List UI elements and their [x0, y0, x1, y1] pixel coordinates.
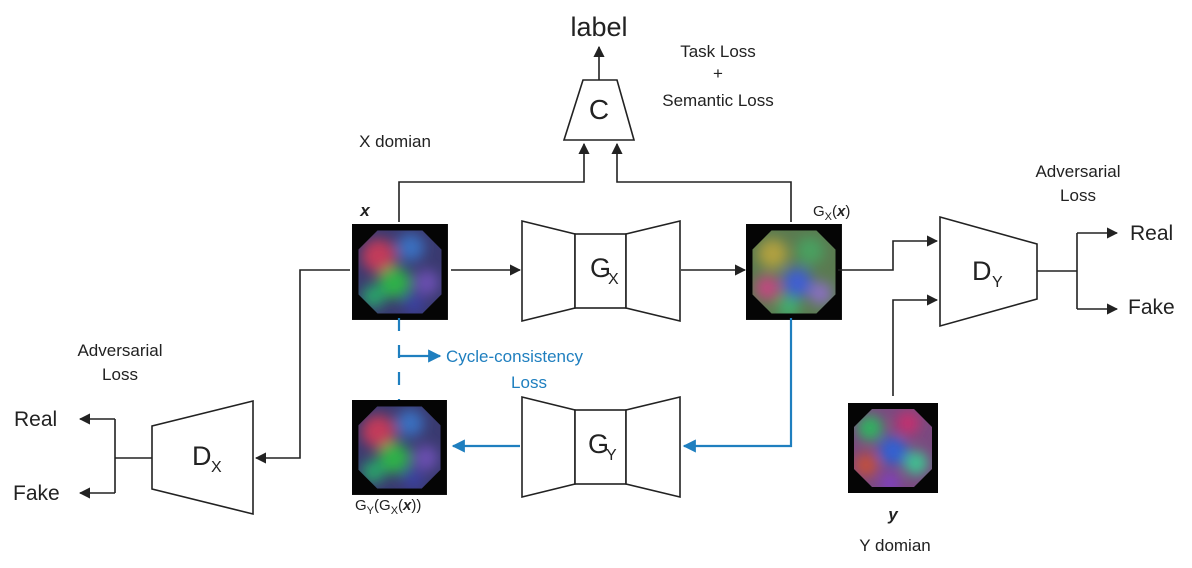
gx-main: G: [590, 253, 611, 283]
right-fake-label: Fake: [1128, 296, 1175, 319]
gx-image-label-prefix: G: [813, 203, 825, 220]
gygx-s1: Y: [367, 505, 375, 517]
task-loss-line2: +: [713, 64, 723, 83]
wire-gximage-to-gy: [682, 318, 793, 453]
gy-main: G: [588, 429, 609, 459]
x-image: [352, 224, 448, 320]
dy-output-wires: [1037, 227, 1119, 315]
gx-image-label-var: x: [836, 203, 846, 220]
gy-sub: Y: [606, 447, 617, 464]
generator-gx: [521, 219, 681, 323]
task-loss-line3: Semantic Loss: [662, 91, 774, 110]
dx-main: D: [192, 441, 212, 471]
task-loss-line1: Task Loss: [680, 42, 756, 61]
right-real-label: Real: [1130, 222, 1173, 245]
adv-loss-right-line1: Adversarial: [1035, 162, 1120, 181]
gygx-p3: (: [398, 497, 403, 514]
wire-gximage-to-dy: [838, 235, 939, 271]
dy-main: D: [972, 256, 992, 286]
reconstructed-image: [352, 400, 447, 495]
dx-sub: X: [211, 459, 222, 476]
y-image-label: y: [887, 505, 899, 524]
y-domain-label: Y domian: [859, 536, 931, 555]
cycle-loss-line1: Cycle-consistency: [446, 347, 583, 366]
discriminator-dx: [151, 399, 254, 516]
generator-gy: [521, 395, 681, 499]
gx-image: [746, 224, 842, 320]
wire-gx-to-classifier: [611, 142, 792, 222]
x-image-label: x: [359, 201, 371, 220]
gygx-var: x: [402, 497, 412, 514]
x-domain-label: X domian: [359, 132, 431, 151]
gx-sub: X: [608, 271, 619, 288]
adv-loss-left-line1: Adversarial: [77, 341, 162, 360]
gygx-p4: )): [411, 497, 421, 514]
left-fake-label: Fake: [13, 482, 60, 505]
gx-image-label: GX(x): [813, 203, 850, 223]
wire-x-to-dx: [254, 269, 350, 464]
gygx-p1: G: [355, 497, 367, 514]
classifier-c: [562, 79, 636, 141]
gygx-s2: X: [391, 505, 399, 517]
y-image: [848, 403, 938, 493]
dx-output-wires: [78, 413, 152, 499]
discriminator-dy: [939, 215, 1038, 328]
adv-loss-right-line2: Loss: [1060, 186, 1096, 205]
dy-sub: Y: [992, 274, 1003, 291]
top-label: label: [570, 12, 627, 42]
adv-loss-left-line2: Loss: [102, 365, 138, 384]
wire-y-to-dy: [892, 294, 939, 396]
gygx-p2: (G: [374, 497, 391, 514]
gx-image-label-close: ): [845, 203, 850, 220]
left-real-label: Real: [14, 408, 57, 431]
gx-image-label-open: (: [832, 203, 837, 220]
wire-x-to-classifier: [398, 142, 590, 222]
classifier-label: C: [589, 94, 609, 125]
cycle-loss-line2: Loss: [511, 373, 547, 392]
gx-image-label-sub: X: [825, 211, 833, 223]
reconstructed-label: GY(GX(x)): [355, 497, 421, 517]
